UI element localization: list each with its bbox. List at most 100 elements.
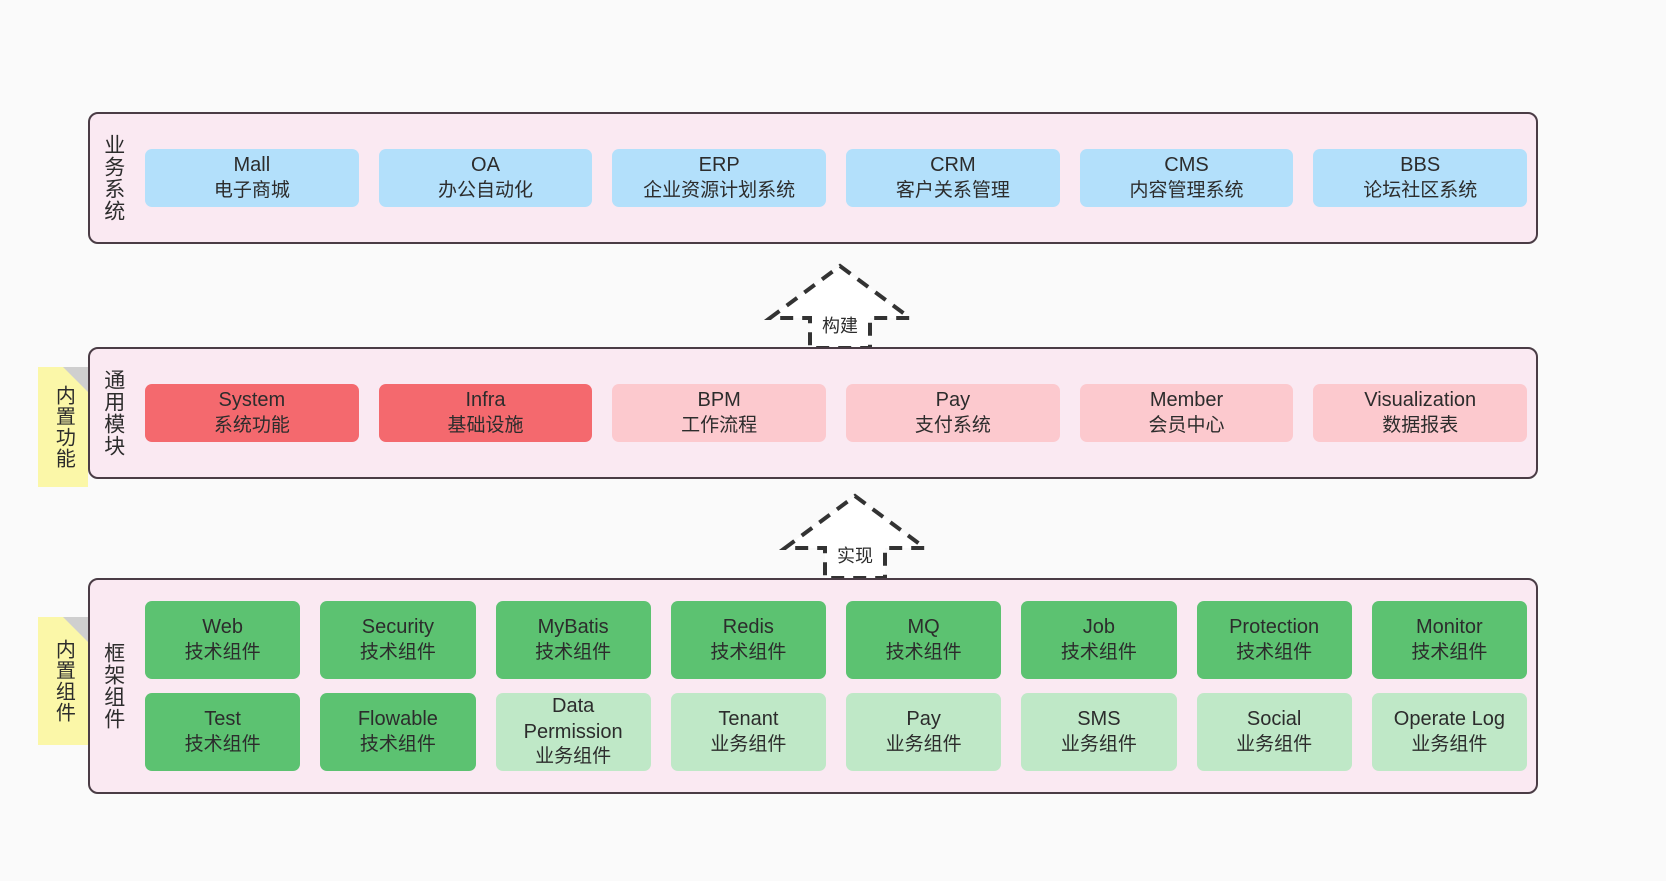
card-title: Infra — [465, 389, 506, 412]
card-subtitle: 技术组件 — [535, 641, 612, 663]
card-title: Flowable — [357, 708, 438, 731]
card-subtitle: 电子商城 — [213, 179, 290, 201]
layer-title-framework-component: 框架组件 — [101, 642, 125, 730]
card-subtitle: 办公自动化 — [438, 179, 534, 201]
layer-common-module: 通用模块 System 系统功能 Infra 基础设施 BPM 工作流程 Pay… — [88, 347, 1538, 479]
card-subtitle: 系统功能 — [213, 414, 290, 436]
card-social[interactable]: Social 业务组件 — [1196, 693, 1352, 771]
card-subtitle: 技术组件 — [1236, 641, 1313, 663]
card-title: System — [218, 389, 286, 412]
card-data-permission[interactable]: Data Permission 业务组件 — [495, 693, 651, 771]
card-title: Tenant — [718, 708, 779, 731]
card-infra[interactable]: Infra 基础设施 — [378, 384, 593, 442]
card-title: CMS — [1164, 154, 1209, 177]
card-oa[interactable]: OA 办公自动化 — [378, 149, 593, 207]
note-fold-corner-icon — [63, 617, 88, 642]
card-subtitle: 内容管理系统 — [1129, 179, 1244, 201]
card-pay-component[interactable]: Pay 业务组件 — [846, 693, 1002, 771]
card-bbs[interactable]: BBS 论坛社区系统 — [1313, 149, 1528, 207]
card-title: Redis — [722, 616, 774, 639]
card-subtitle: 会员中心 — [1148, 414, 1225, 436]
card-job[interactable]: Job 技术组件 — [1021, 601, 1177, 679]
card-mq[interactable]: MQ 技术组件 — [846, 601, 1002, 679]
card-title: Pay — [935, 389, 971, 412]
card-subtitle: 技术组件 — [885, 641, 962, 663]
card-title: Operate Log — [1393, 708, 1505, 731]
card-redis[interactable]: Redis 技术组件 — [670, 601, 826, 679]
card-tenant[interactable]: Tenant 业务组件 — [670, 693, 826, 771]
layer-body-framework-component: Web 技术组件 Security 技术组件 MyBatis 技术组件 Redi… — [136, 580, 1536, 792]
card-pay-module[interactable]: Pay 支付系统 — [846, 384, 1060, 442]
layer-body-business-system: Mall 电子商城 OA 办公自动化 ERP 企业资源计划系统 CRM 客户关系… — [136, 114, 1536, 242]
card-bpm[interactable]: BPM 工作流程 — [612, 384, 827, 442]
note-label: 内置组件 — [52, 639, 75, 723]
card-subtitle: 技术组件 — [184, 641, 261, 663]
card-title: Web — [202, 616, 243, 639]
card-protection[interactable]: Protection 技术组件 — [1196, 601, 1352, 679]
card-subtitle: 业务组件 — [710, 733, 787, 755]
card-subtitle: 工作流程 — [681, 414, 758, 436]
card-subtitle: 数据报表 — [1382, 414, 1459, 436]
card-title: BBS — [1400, 154, 1441, 177]
layer-title-common-module: 通用模块 — [101, 369, 125, 457]
card-subtitle: 业务组件 — [1411, 733, 1488, 755]
layer-framework-component: 框架组件 Web 技术组件 Security 技术组件 MyBatis 技术组件… — [88, 578, 1538, 794]
card-title: MyBatis — [537, 616, 609, 639]
arrow-implement: 实现 — [775, 492, 935, 580]
card-test[interactable]: Test 技术组件 — [145, 693, 301, 771]
card-row: Mall 电子商城 OA 办公自动化 ERP 企业资源计划系统 CRM 客户关系… — [145, 149, 1528, 207]
arrow-label-implement: 实现 — [837, 546, 873, 566]
card-title: Pay — [906, 708, 941, 731]
card-row: Web 技术组件 Security 技术组件 MyBatis 技术组件 Redi… — [145, 601, 1527, 679]
card-subtitle: 企业资源计划系统 — [643, 179, 796, 201]
card-subtitle: 客户关系管理 — [895, 179, 1010, 201]
card-title: Mall — [233, 154, 271, 177]
card-flowable[interactable]: Flowable 技术组件 — [320, 693, 476, 771]
card-erp[interactable]: ERP 企业资源计划系统 — [612, 149, 827, 207]
card-subtitle: 技术组件 — [184, 733, 261, 755]
card-subtitle: 业务组件 — [885, 733, 962, 755]
card-title: Member — [1149, 389, 1224, 412]
card-title: CRM — [930, 154, 976, 177]
card-crm[interactable]: CRM 客户关系管理 — [846, 149, 1060, 207]
card-web[interactable]: Web 技术组件 — [145, 601, 301, 679]
card-title: Visualization — [1364, 389, 1477, 412]
card-system[interactable]: System 系统功能 — [145, 384, 359, 442]
card-subtitle: 业务组件 — [1236, 733, 1313, 755]
note-builtin-function: 内置功能 — [38, 367, 88, 487]
card-member[interactable]: Member 会员中心 — [1079, 384, 1294, 442]
card-title: Data Permission — [523, 695, 623, 743]
card-monitor[interactable]: Monitor 技术组件 — [1371, 601, 1527, 679]
card-title: ERP — [698, 154, 740, 177]
card-security[interactable]: Security 技术组件 — [320, 601, 476, 679]
card-title: Security — [361, 616, 434, 639]
card-row: System 系统功能 Infra 基础设施 BPM 工作流程 Pay 支付系统… — [145, 384, 1528, 442]
card-subtitle: 技术组件 — [359, 733, 436, 755]
card-subtitle: 业务组件 — [535, 746, 612, 768]
card-title: SMS — [1077, 708, 1121, 731]
card-title: Monitor — [1416, 616, 1483, 639]
card-subtitle: 技术组件 — [1060, 641, 1137, 663]
card-subtitle: 支付系统 — [914, 414, 991, 436]
card-sms[interactable]: SMS 业务组件 — [1021, 693, 1177, 771]
card-subtitle: 基础设施 — [447, 414, 524, 436]
card-title: Social — [1246, 708, 1302, 731]
card-mall[interactable]: Mall 电子商城 — [145, 149, 359, 207]
card-title: Test — [204, 708, 241, 731]
card-title: Job — [1082, 616, 1115, 639]
layer-body-common-module: System 系统功能 Infra 基础设施 BPM 工作流程 Pay 支付系统… — [136, 349, 1536, 477]
card-row: Test 技术组件 Flowable 技术组件 Data Permission … — [145, 693, 1527, 771]
card-subtitle: 技术组件 — [359, 641, 436, 663]
card-cms[interactable]: CMS 内容管理系统 — [1079, 149, 1294, 207]
card-subtitle: 技术组件 — [1411, 641, 1488, 663]
arrow-build: 构建 — [760, 262, 920, 350]
card-title: MQ — [907, 616, 940, 639]
card-subtitle: 论坛社区系统 — [1363, 179, 1478, 201]
card-mybatis[interactable]: MyBatis 技术组件 — [495, 601, 651, 679]
card-title: Protection — [1229, 616, 1320, 639]
card-subtitle: 业务组件 — [1060, 733, 1137, 755]
card-visualization[interactable]: Visualization 数据报表 — [1313, 384, 1528, 442]
card-operate-log[interactable]: Operate Log 业务组件 — [1371, 693, 1527, 771]
card-title: BPM — [697, 389, 741, 412]
